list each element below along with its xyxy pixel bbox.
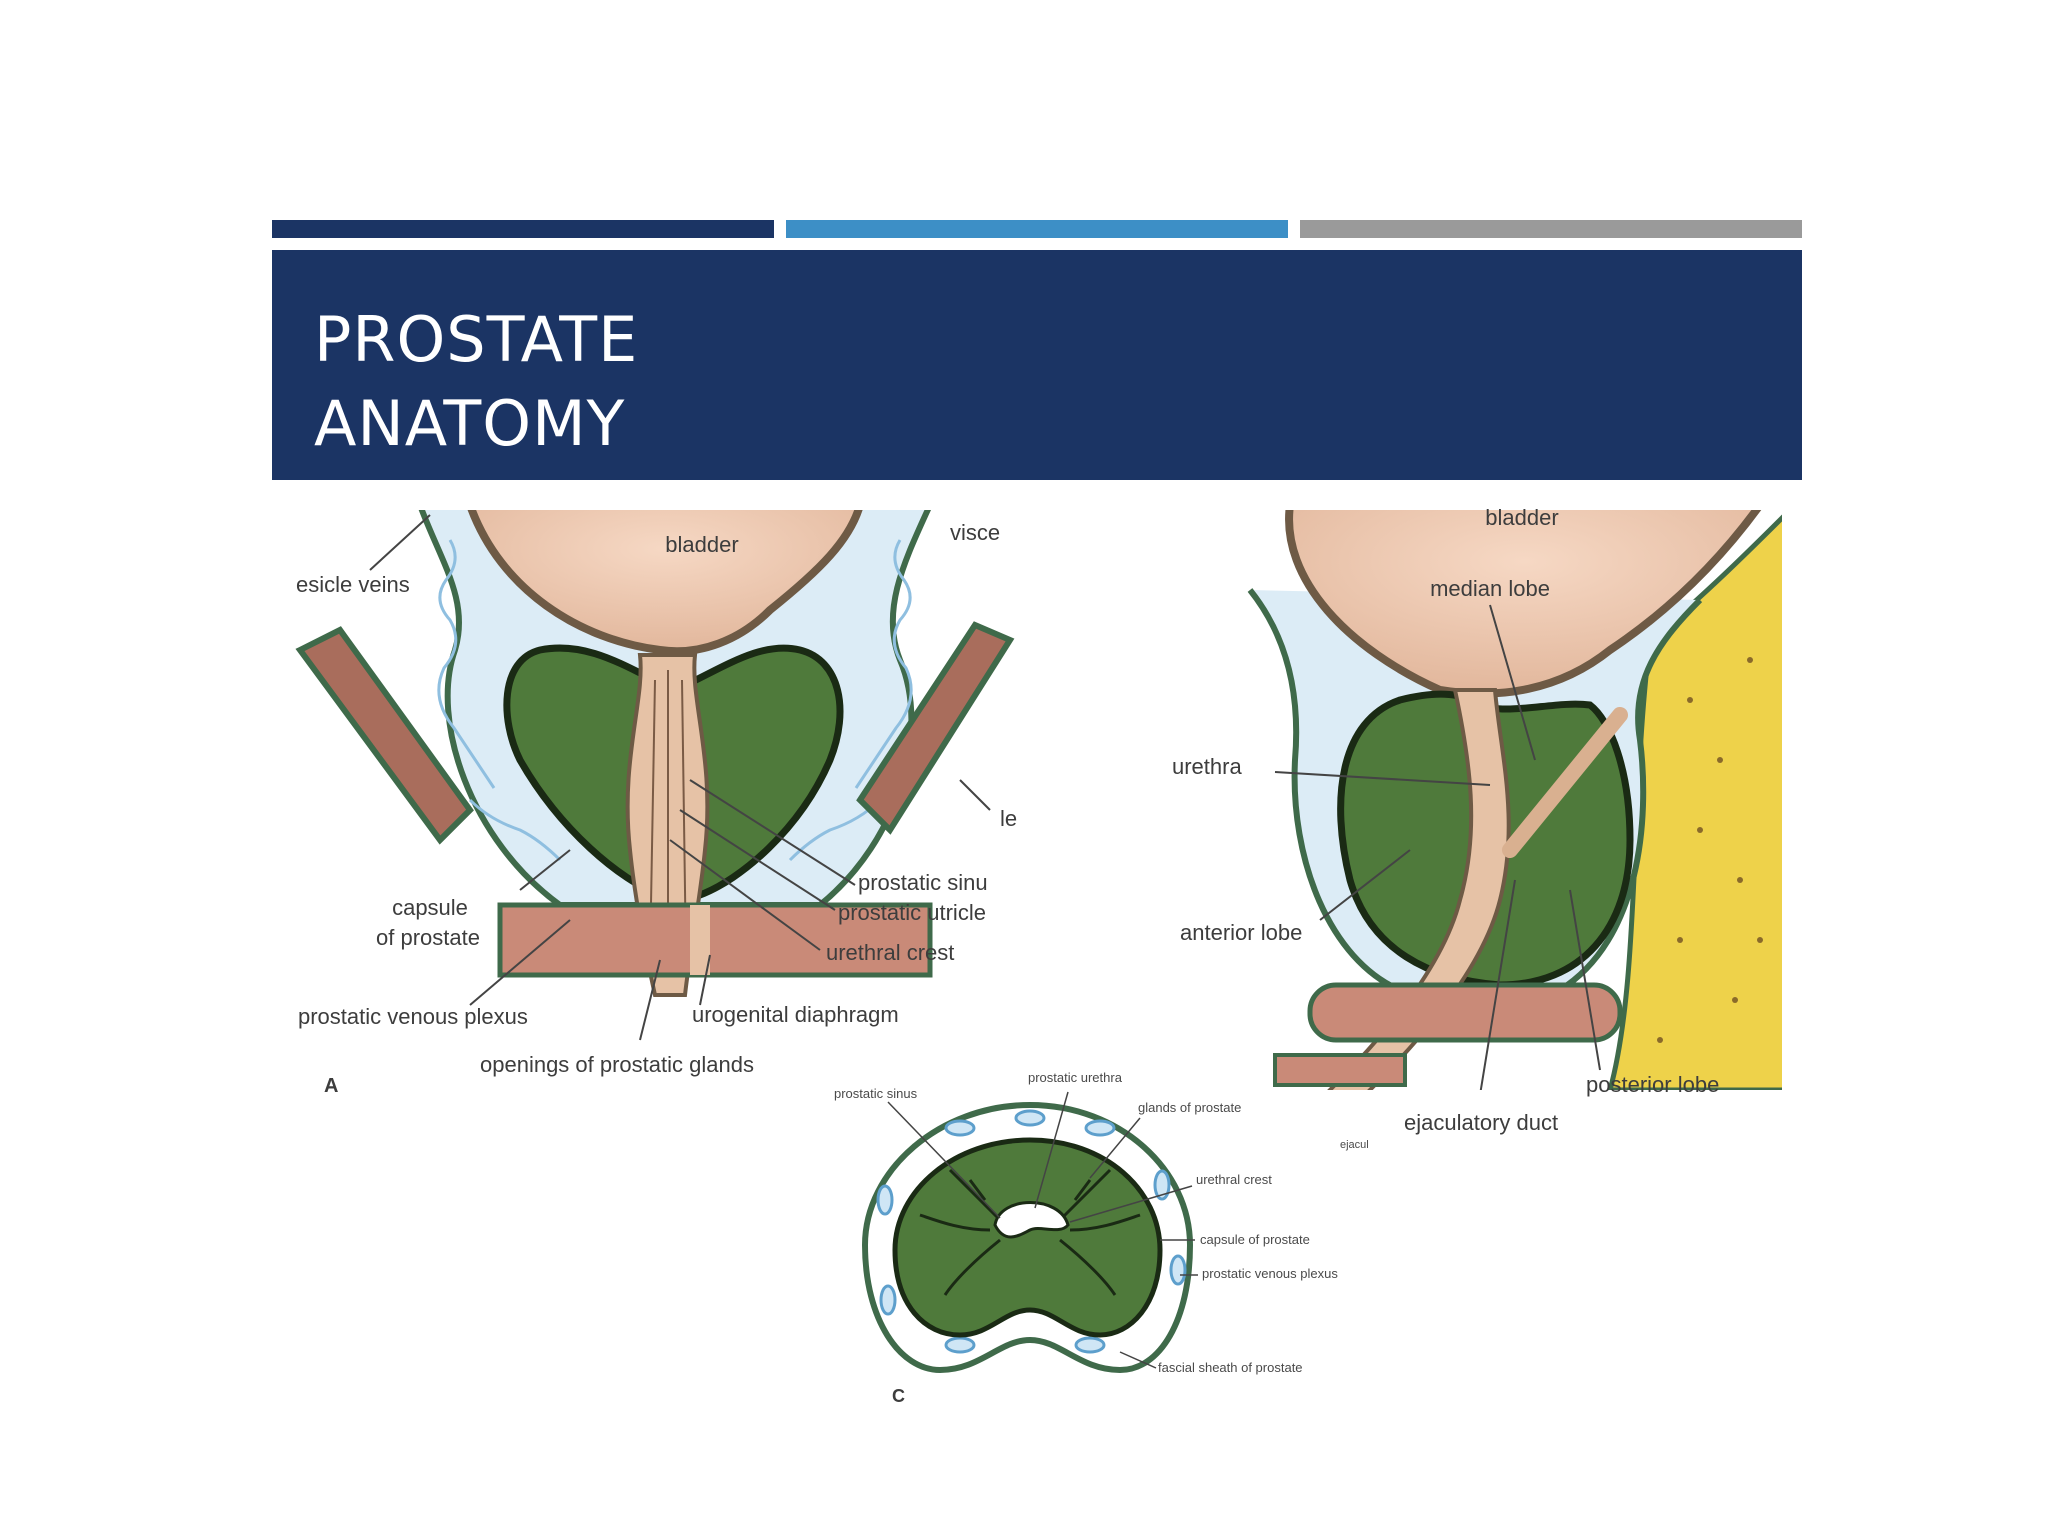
fig-b-median-lobe-label: median lobe xyxy=(1430,576,1550,601)
figure-a-leader-lines xyxy=(369,514,991,1041)
fig-b-ejacul-label: ejacul xyxy=(1340,1139,1369,1151)
figure-a-bladder xyxy=(467,510,863,656)
fig-c-panel-letter: C xyxy=(892,1386,905,1406)
figure-c-leader-lines xyxy=(887,1091,1198,1369)
figure-c-venous-plexus xyxy=(876,1109,1187,1354)
figure-a-urethra-gap xyxy=(690,905,710,975)
figure-c-illustration xyxy=(861,1091,1198,1374)
figure-a-left-levator xyxy=(295,626,474,845)
figure-c-glands xyxy=(919,1168,1141,1296)
figure-c-prostate xyxy=(892,1137,1163,1338)
fig-c-venous-plexus-label: prostatic venous plexus xyxy=(1202,1266,1338,1281)
figure-b-leader-lines xyxy=(1274,604,1601,1090)
title-panel: PROSTATE ANATOMY xyxy=(272,250,1802,480)
fig-c-fascial-sheath-label: fascial sheath of prostate xyxy=(1158,1360,1303,1375)
fig-a-vesicle-veins-label: esicle veins xyxy=(296,572,410,597)
fig-b-bladder-label: bladder xyxy=(1485,505,1558,530)
accent-bar-blue xyxy=(786,220,1288,238)
figure-b-fat-dots xyxy=(1657,657,1763,1043)
fig-a-prostatic-sinus-label: prostatic sinu xyxy=(858,870,988,895)
figure-b-lower-muscle xyxy=(1273,1053,1407,1087)
fig-a-capsule-label-1: capsule xyxy=(392,895,468,920)
fig-c-capsule-label: capsule of prostate xyxy=(1200,1232,1310,1247)
figure-a-venous-plexus xyxy=(437,539,913,862)
fig-a-venous-plexus-label: prostatic venous plexus xyxy=(298,1004,528,1029)
accent-bar-gray xyxy=(1300,220,1802,238)
figure-a-urogenital-diaphragm xyxy=(497,902,933,978)
fig-a-prostatic-utricle-label: prostatic utricle xyxy=(838,900,986,925)
figure-b-ejaculatory-duct xyxy=(1502,707,1628,858)
fig-a-bladder-label: bladder xyxy=(665,532,738,557)
title-line-1: PROSTATE xyxy=(314,303,639,376)
accent-bar-navy xyxy=(272,220,774,238)
fig-b-anterior-lobe-label: anterior lobe xyxy=(1180,920,1302,945)
fig-a-openings-label: openings of prostatic glands xyxy=(480,1052,754,1077)
fig-b-posterior-lobe-label: posterior lobe xyxy=(1586,1072,1719,1097)
fig-a-urogenital-label: urogenital diaphragm xyxy=(692,1002,899,1027)
fig-b-ejaculatory-duct-label: ejaculatory duct xyxy=(1404,1110,1558,1135)
fig-a-le-label: le xyxy=(1000,806,1017,831)
slide-title: PROSTATE ANATOMY xyxy=(314,298,638,466)
figure-b-urogenital-diaphragm xyxy=(1307,982,1623,1043)
figure-a-illustration xyxy=(295,510,1015,1041)
fig-a-capsule-label-2: of prostate xyxy=(376,925,480,950)
figure-b-bladder xyxy=(1285,510,1762,698)
title-line-2: ANATOMY xyxy=(314,387,626,460)
figure-a-right-levator xyxy=(856,621,1015,835)
fig-c-glands-label: glands of prostate xyxy=(1138,1100,1241,1115)
fig-a-panel-letter: A xyxy=(324,1075,338,1097)
figure-b-illustration xyxy=(1247,510,1782,1090)
fig-a-urethral-crest-label: urethral crest xyxy=(826,940,954,965)
fig-c-urethral-crest-label: urethral crest xyxy=(1196,1172,1272,1187)
fig-a-visce-label: visce xyxy=(950,520,1000,545)
fig-c-prostatic-sinus-label: prostatic sinus xyxy=(834,1086,918,1101)
fig-b-urethra-label: urethra xyxy=(1172,754,1242,779)
figure-c-urethra xyxy=(993,1201,1070,1239)
fig-c-prostatic-urethra-label: prostatic urethra xyxy=(1028,1070,1123,1085)
